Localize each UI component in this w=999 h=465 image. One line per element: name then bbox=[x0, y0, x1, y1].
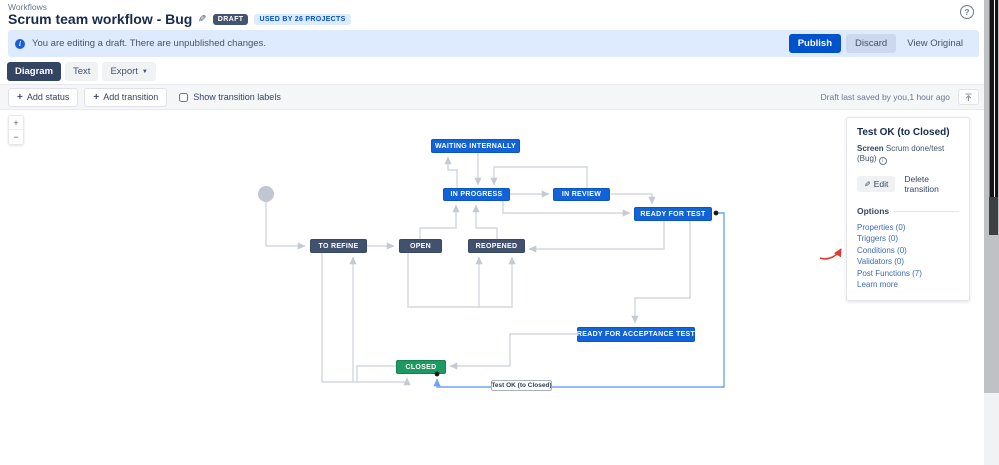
screen-edge-light bbox=[984, 393, 999, 465]
edit-transition-button[interactable]: ✎ Edit bbox=[857, 176, 896, 192]
collapse-toolbar-button[interactable] bbox=[958, 89, 979, 105]
status-node-to-refine[interactable]: TO REFINE bbox=[310, 239, 367, 253]
annotation-arrow bbox=[819, 248, 842, 260]
zoom-out-button[interactable]: − bbox=[13, 132, 19, 142]
plus-icon: + bbox=[93, 91, 100, 103]
edit-title-pencil-icon[interactable]: ✎ bbox=[198, 13, 207, 25]
status-node-in-review[interactable]: IN REVIEW bbox=[553, 188, 610, 201]
usage-badge[interactable]: USED BY 26 PROJECTS bbox=[254, 13, 351, 25]
tab-text[interactable]: Text bbox=[65, 62, 99, 81]
divider bbox=[894, 210, 959, 212]
properties-link[interactable]: Properties (0) bbox=[857, 223, 906, 232]
pencil-icon: ✎ bbox=[864, 179, 871, 189]
view-tabs: Diagram Text Export ▼ bbox=[7, 62, 156, 81]
export-menu-button[interactable]: Export ▼ bbox=[102, 62, 156, 81]
triggers-link[interactable]: Triggers (0) bbox=[857, 234, 899, 244]
window-edge bbox=[989, 0, 998, 197]
draft-saved-status: Draft last saved by you,1 hour ago bbox=[820, 92, 950, 102]
chevron-down-icon: ▼ bbox=[141, 68, 148, 75]
panel-actions: ✎ Edit Delete transition bbox=[857, 174, 959, 194]
status-node-closed[interactable]: CLOSED bbox=[396, 360, 446, 374]
collapse-icon bbox=[965, 92, 972, 101]
discard-button[interactable]: Discard bbox=[846, 34, 897, 53]
validators-link[interactable]: Validators (0) bbox=[857, 257, 904, 267]
transition-label[interactable]: Test OK (to Closed) bbox=[491, 380, 552, 391]
zoom-in-button[interactable]: + bbox=[9, 116, 23, 130]
status-node-ready-for-test[interactable]: READY FOR TEST bbox=[634, 207, 712, 221]
status-node-in-progress[interactable]: IN PROGRESS bbox=[443, 188, 510, 201]
screen-value: Scrum done/test (Bug) bbox=[857, 144, 945, 163]
publish-button[interactable]: Publish bbox=[788, 34, 841, 53]
zoom-widget: + − bbox=[8, 115, 24, 145]
title-row: Scrum team workflow - Bug ✎ DRAFT USED B… bbox=[8, 11, 351, 27]
status-node-open[interactable]: OPEN bbox=[399, 239, 442, 253]
initial-status-node[interactable] bbox=[258, 186, 274, 202]
tab-diagram[interactable]: Diagram bbox=[7, 62, 62, 81]
scrollbar-thumb[interactable] bbox=[989, 197, 998, 235]
status-node-ready-for-acceptance-test[interactable]: READY FOR ACCEPTANCE TEST bbox=[577, 327, 695, 342]
show-transition-labels-checkbox[interactable] bbox=[179, 92, 189, 102]
show-transition-labels-toggle[interactable]: Show transition labels bbox=[179, 92, 281, 102]
transition-properties-panel: Test OK (to Closed) Screen Scrum done/te… bbox=[846, 117, 970, 302]
view-original-button[interactable]: View Original bbox=[898, 34, 972, 53]
add-status-button[interactable]: + Add status bbox=[8, 87, 79, 107]
diagram-toolbar: + Add status + Add transition Show trans… bbox=[0, 84, 999, 110]
screen-edge-artifact bbox=[984, 0, 999, 465]
banner-message: You are editing a draft. There are unpub… bbox=[32, 38, 266, 49]
add-transition-button[interactable]: + Add transition bbox=[84, 87, 168, 107]
plus-icon: + bbox=[17, 91, 23, 103]
delete-transition-link[interactable]: Delete transition bbox=[904, 174, 939, 194]
transition-endpoint-dot[interactable] bbox=[713, 210, 719, 216]
draft-badge: DRAFT bbox=[212, 13, 249, 25]
status-node-waiting-internally[interactable]: WAITING INTERNALLY bbox=[431, 139, 520, 153]
panel-title: Test OK (to Closed) bbox=[857, 127, 950, 138]
screen-row: Screen Scrum done/test (Bug) i bbox=[857, 144, 945, 165]
draft-banner: i You are editing a draft. There are unp… bbox=[8, 30, 979, 57]
status-node-reopened[interactable]: REOPENED bbox=[468, 239, 525, 253]
conditions-link[interactable]: Conditions (0) bbox=[857, 245, 907, 255]
options-heading: Options bbox=[857, 206, 959, 216]
post-functions-link[interactable]: Post Functions (7) bbox=[857, 268, 922, 278]
help-icon[interactable]: ? bbox=[960, 5, 974, 19]
breadcrumb[interactable]: Workflows bbox=[8, 2, 48, 12]
screen-info-icon[interactable]: i bbox=[878, 157, 887, 165]
options-links: Properties (0) Triggers (0) Conditions (… bbox=[857, 222, 959, 290]
info-icon: i bbox=[15, 38, 25, 49]
page-title: Scrum team workflow - Bug bbox=[8, 11, 193, 27]
learn-more-link[interactable]: Learn more bbox=[857, 280, 898, 290]
